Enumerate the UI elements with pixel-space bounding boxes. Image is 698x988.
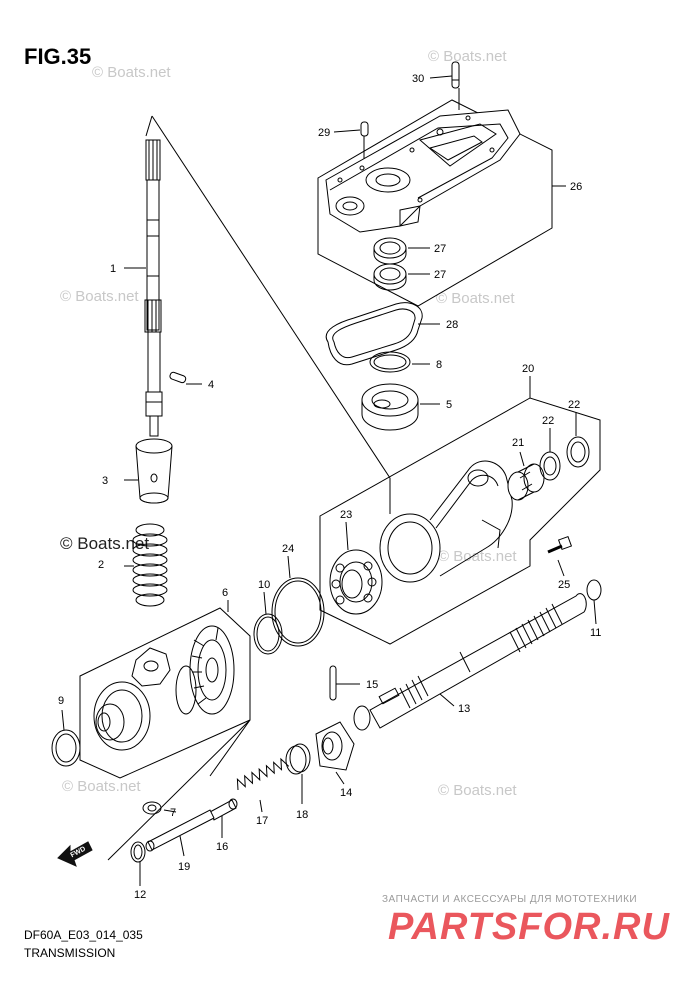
callout-2: 2 <box>98 559 104 571</box>
figure-caption: TRANSMISSION <box>24 946 116 960</box>
fwd-arrow-icon: FWD <box>57 841 93 867</box>
callout-6: 6 <box>222 587 228 599</box>
watermark: © Boats.net <box>60 288 139 305</box>
callout-25: 25 <box>558 579 570 591</box>
watermark: © Boats.net <box>438 782 517 799</box>
callout-30: 30 <box>412 73 424 85</box>
callout-7: 7 <box>170 807 176 819</box>
callout-23: 23 <box>340 509 352 521</box>
brand-logo: PARTSFOR.RU <box>388 906 670 948</box>
callout-4: 4 <box>208 379 214 391</box>
callout-28: 28 <box>446 319 458 331</box>
watermark: © Boats.net <box>438 548 517 565</box>
callout-19: 19 <box>178 861 190 873</box>
callout-17: 17 <box>256 815 268 827</box>
callout-22b: 22 <box>568 399 580 411</box>
callout-26: 26 <box>570 181 582 193</box>
callout-10: 10 <box>258 579 270 591</box>
group-box-26 <box>317 99 553 307</box>
callout-20: 20 <box>522 363 534 375</box>
figure-code: DF60A_E03_014_035 <box>24 928 143 942</box>
callout-8: 8 <box>436 359 442 371</box>
callout-22a: 22 <box>542 415 554 427</box>
callout-29: 29 <box>318 127 330 139</box>
figure-title: FIG.35 <box>24 44 92 69</box>
watermark-dark: © Boats.net <box>60 534 150 553</box>
watermark: © Boats.net <box>428 48 507 65</box>
callout-1: 1 <box>110 263 116 275</box>
callout-24: 24 <box>282 543 294 555</box>
bellows-part-2 <box>132 523 168 607</box>
callout-21: 21 <box>512 437 524 449</box>
watermark: © Boats.net <box>436 290 515 307</box>
watermark: © Boats.net <box>62 778 141 795</box>
callout-labels: 1 2 3 4 5 6 7 8 9 10 11 12 13 14 15 16 1… <box>58 73 601 901</box>
callout-16: 16 <box>216 841 228 853</box>
brand-tagline: ЗАПЧАСТИ И АКСЕССУАРЫ ДЛЯ МОТОТЕХНИКИ <box>382 894 638 905</box>
callout-27a: 27 <box>434 243 446 255</box>
group-box-20 <box>319 397 601 645</box>
callout-3: 3 <box>102 475 108 487</box>
callout-14: 14 <box>340 787 352 799</box>
callout-11: 11 <box>590 627 601 639</box>
callout-18: 18 <box>296 809 308 821</box>
watermark: © Boats.net <box>92 64 171 81</box>
callout-5: 5 <box>446 399 452 411</box>
callout-15: 15 <box>366 679 378 691</box>
callout-12: 12 <box>134 889 146 901</box>
callout-13: 13 <box>458 703 470 715</box>
callout-9: 9 <box>58 695 64 707</box>
callout-27b: 27 <box>434 269 446 281</box>
